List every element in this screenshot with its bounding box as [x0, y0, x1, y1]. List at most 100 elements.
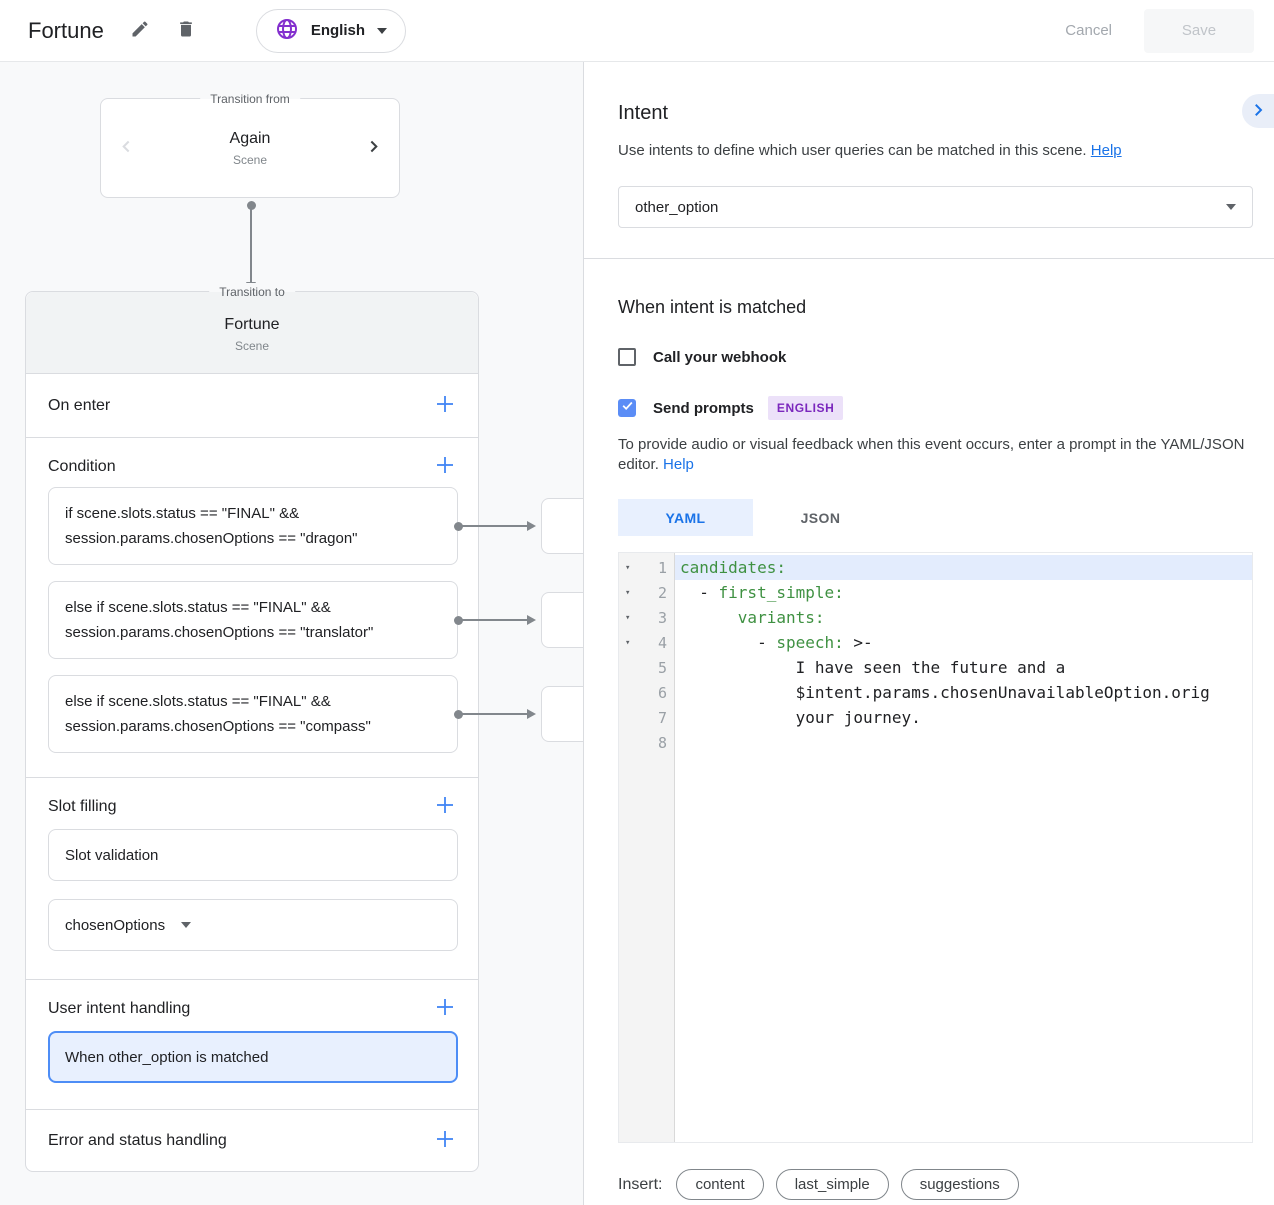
collapse-panel-button[interactable] [1242, 94, 1274, 128]
code-line[interactable] [675, 730, 1252, 755]
tab-yaml[interactable]: YAML [618, 499, 753, 536]
code-line[interactable]: I have seen the future and a [675, 655, 1252, 680]
condition-text: if scene.slots.status == "FINAL" && [65, 505, 300, 522]
help-link[interactable]: Help [1090, 142, 1122, 159]
intent-select[interactable]: other_option [618, 186, 1253, 228]
code-token: variants: [737, 608, 825, 627]
code-token: - [680, 583, 719, 602]
code-token: >- [843, 633, 873, 652]
editor-code[interactable]: candidates: - first_simple: variants: - … [675, 553, 1252, 1142]
fold-arrow-icon[interactable]: ▾ [625, 612, 631, 623]
transition-target-card[interactable] [541, 686, 583, 742]
transition-target-card[interactable] [541, 592, 583, 648]
intent-handler-label: When other_option is matched [65, 1048, 269, 1066]
condition-box[interactable]: else if scene.slots.status == "FINAL" &&… [48, 581, 583, 659]
fold-arrow-icon[interactable]: ▾ [625, 637, 631, 648]
slot-validation-label: Slot validation [65, 846, 159, 864]
add-intent-handler-button[interactable] [436, 998, 454, 1019]
transition-to-card: Transition to Fortune Scene On enter Con… [25, 283, 583, 1172]
gutter-row: 5 [619, 655, 674, 680]
connector-line [461, 525, 529, 527]
add-condition-button[interactable] [436, 456, 454, 477]
save-button[interactable]: Save [1144, 8, 1254, 53]
insert-chip-last_simple[interactable]: last_simple [775, 1169, 889, 1200]
line-number: 1 [657, 558, 667, 577]
condition-box[interactable]: else if scene.slots.status == "FINAL" &&… [48, 675, 583, 753]
gutter-row: ▾1 [619, 555, 674, 580]
add-slot-button[interactable] [436, 796, 454, 817]
globe-icon [275, 17, 299, 44]
transition-from-legend: Transition from [200, 90, 300, 108]
user-intent-label: User intent handling [48, 999, 191, 1017]
gutter-row: ▾2 [619, 580, 674, 605]
intent-editor-panel: Intent Use intents to define which user … [584, 62, 1274, 1205]
connector-line [461, 713, 529, 715]
help-link[interactable]: Help [663, 456, 694, 473]
tab-json[interactable]: JSON [753, 499, 888, 536]
intent-handler-item-selected[interactable]: When other_option is matched [48, 1031, 458, 1083]
prompt-hint-text: To provide audio or visual feedback when… [618, 436, 1245, 473]
insert-chip-content[interactable]: content [676, 1169, 764, 1200]
code-line[interactable]: - first_simple: [675, 580, 1252, 605]
slot-validation-item[interactable]: Slot validation [48, 829, 458, 881]
slot-filling-label: Slot filling [48, 797, 117, 815]
intent-description-text: Use intents to define which user queries… [618, 142, 1087, 159]
chevron-down-icon [181, 922, 192, 928]
slot-filling-section: Slot filling Slot validation chosenOptio… [26, 778, 478, 980]
delete-scene-button[interactable] [176, 19, 196, 42]
slot-param-label: chosenOptions [65, 916, 166, 934]
fold-arrow-icon[interactable]: ▾ [625, 562, 631, 573]
code-line[interactable]: - speech: >- [675, 630, 1252, 655]
line-number: 3 [657, 608, 667, 627]
when-matched-heading: When intent is matched [618, 297, 807, 317]
code-line[interactable]: candidates: [675, 555, 1252, 580]
code-token: I have seen the future and a [680, 658, 1066, 677]
cancel-button[interactable]: Cancel [1051, 12, 1126, 49]
chevron-down-icon [1226, 204, 1236, 210]
on-enter-label: On enter [48, 396, 111, 414]
edit-title-button[interactable] [130, 19, 150, 42]
to-scene-type: Scene [234, 339, 270, 353]
intent-title: Intent [618, 102, 669, 124]
line-number: 5 [657, 658, 667, 677]
from-scene-type: Scene [232, 152, 268, 167]
add-error-handler-button[interactable] [436, 1130, 454, 1151]
send-prompts-checkbox[interactable] [618, 399, 636, 417]
chevron-left-icon [117, 140, 137, 160]
add-on-enter-button[interactable] [436, 395, 454, 416]
insert-chip-suggestions[interactable]: suggestions [900, 1169, 1019, 1200]
error-handling-section: Error and status handling [26, 1110, 478, 1171]
fold-arrow-icon[interactable]: ▾ [625, 587, 631, 598]
code-line[interactable]: variants: [675, 605, 1252, 630]
line-number: 2 [657, 583, 667, 602]
line-number: 7 [657, 708, 667, 727]
slot-param-item[interactable]: chosenOptions [48, 899, 458, 951]
condition-box[interactable]: if scene.slots.status == "FINAL" && sessi… [48, 487, 583, 565]
send-prompts-label: Send prompts [653, 399, 754, 417]
transition-from-card[interactable]: Transition from Again Scene [100, 90, 400, 198]
transition-target-card[interactable] [541, 498, 583, 554]
code-line[interactable]: $intent.params.chosenUnavailableOption.o… [675, 680, 1252, 705]
intent-description: Use intents to define which user queries… [618, 142, 1253, 159]
plus-icon [436, 998, 454, 1019]
code-line[interactable]: your journey. [675, 705, 1252, 730]
gutter-row: ▾3 [619, 605, 674, 630]
language-selector[interactable]: English [255, 8, 406, 53]
line-number: 4 [657, 633, 667, 652]
trash-icon [176, 19, 196, 42]
chevron-right-icon [1249, 101, 1267, 122]
error-handling-label: Error and status handling [48, 1131, 227, 1149]
prev-scene-button[interactable] [117, 137, 137, 160]
line-number: 8 [657, 733, 667, 752]
condition-text: session.params.chosenOptions == "transla… [65, 624, 374, 641]
webhook-checkbox[interactable] [618, 348, 636, 366]
code-token: your journey. [680, 708, 921, 727]
condition-text: session.params.chosenOptions == "dragon" [65, 530, 358, 547]
scene-header[interactable]: Fortune Scene [26, 292, 478, 374]
insert-chip-list: content last_simple suggestions [676, 1169, 1030, 1200]
section-divider [584, 258, 1274, 259]
next-scene-button[interactable] [363, 137, 383, 160]
